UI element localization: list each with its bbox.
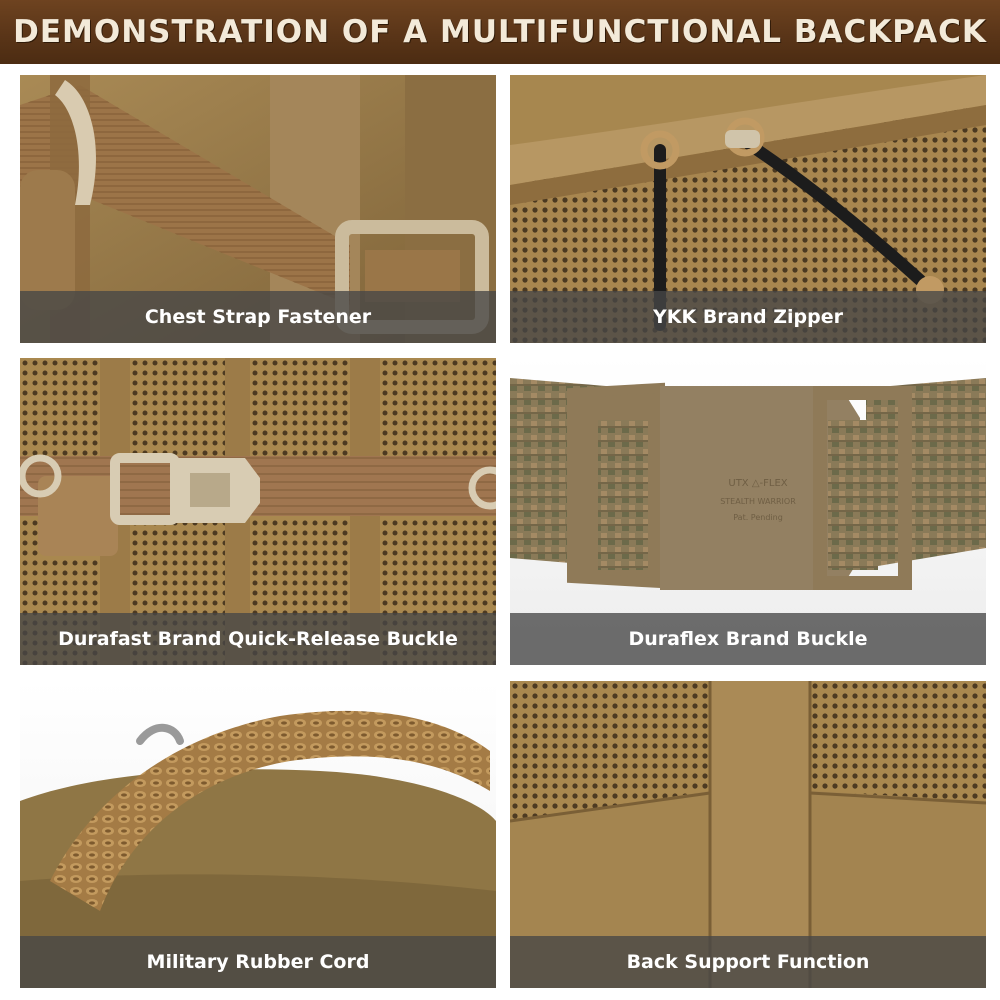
caption-durafast-buckle: Durafast Brand Quick-Release Buckle [58, 628, 458, 650]
buckle-text-line1: UTX △-FLEX [728, 478, 787, 489]
title-banner: DEMONSTRATION OF A MULTIFUNCTIONAL BACKP… [0, 0, 1000, 64]
caption-bar: YKK Brand Zipper [510, 291, 986, 343]
caption-bar: Duraflex Brand Buckle [510, 613, 986, 665]
caption-bar: Back Support Function [510, 936, 986, 988]
panel-back-support: Back Support Function [510, 681, 986, 988]
buckle-text-line2: STEALTH WARRIOR [720, 497, 796, 506]
caption-bar: Chest Strap Fastener [20, 291, 496, 343]
caption-bar: Military Rubber Cord [20, 936, 496, 988]
panel-ykk-zipper: YKK Brand Zipper [510, 75, 986, 343]
caption-duraflex-buckle: Duraflex Brand Buckle [628, 628, 868, 650]
panel-duraflex-buckle: UTX △-FLEX STEALTH WARRIOR Pat. Pending … [510, 358, 986, 665]
caption-back-support: Back Support Function [626, 951, 870, 973]
panel-durafast-buckle: Durafast Brand Quick-Release Buckle [20, 358, 496, 665]
caption-ykk-zipper: YKK Brand Zipper [653, 306, 843, 328]
panel-military-rubber-cord: Military Rubber Cord [20, 681, 496, 988]
panel-chest-strap-fastener: Chest Strap Fastener [20, 75, 496, 343]
caption-chest-strap-fastener: Chest Strap Fastener [144, 306, 372, 328]
caption-bar: Durafast Brand Quick-Release Buckle [20, 613, 496, 665]
page-title: DEMONSTRATION OF A MULTIFUNCTIONAL BACKP… [13, 14, 987, 50]
chest-strap-photo [20, 75, 496, 343]
caption-military-rubber-cord: Military Rubber Cord [146, 951, 370, 973]
buckle-text-line3: Pat. Pending [733, 513, 783, 522]
